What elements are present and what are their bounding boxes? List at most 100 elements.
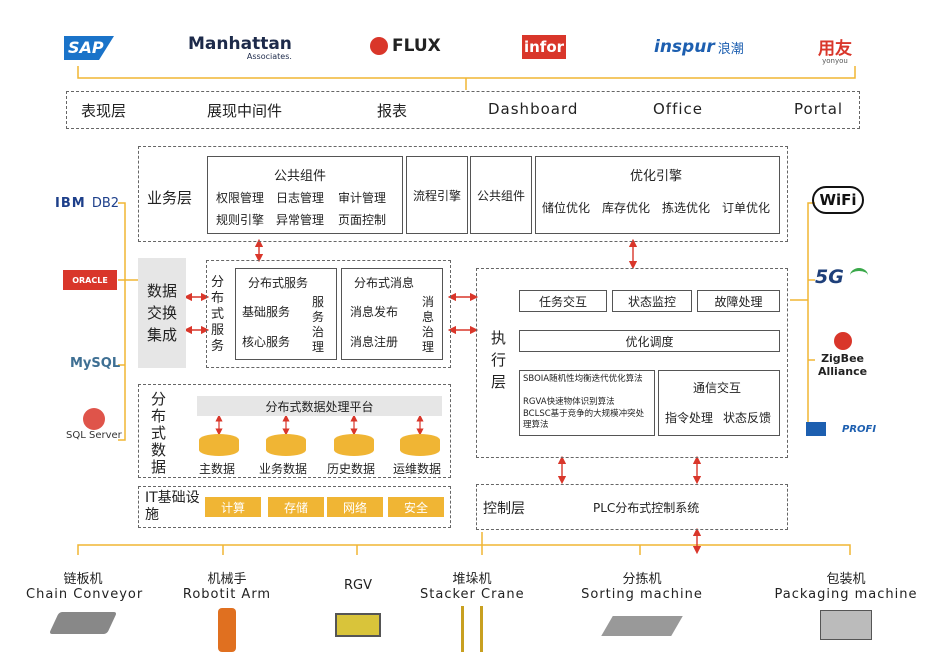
communication-box: 通信交互 指令处理 状态反馈 <box>658 370 780 436</box>
equipment-cn: 分拣机 <box>622 572 662 587</box>
mysql-logo: MySQL <box>70 352 120 371</box>
it-item-storage: 存储 <box>268 497 324 517</box>
inspur-logo-cn: 浪潮 <box>717 41 744 57</box>
database-cylinder <box>199 434 239 456</box>
flux-logo-text: FLUX <box>392 36 441 56</box>
distributed-services-side: 分布式服务 <box>211 275 225 354</box>
packaging-machine-icon <box>820 610 872 640</box>
equipment-en: Chain Conveyor <box>26 587 144 602</box>
equipment-en: Robotit Arm <box>182 587 272 602</box>
sqlserver-logo-icon <box>82 408 105 430</box>
common-item: 权限管理 <box>216 191 265 205</box>
oracle-logo-text: ORACLE <box>72 275 108 285</box>
flux-logo-icon <box>370 37 388 55</box>
algorithm-item: SBOIA随机性均衡迭代优化算法 <box>523 374 643 384</box>
profi-logo-text: PROFI <box>842 423 877 435</box>
distributed-services: 分布式服务 <box>206 260 451 368</box>
fault-handling-label: 故障处理 <box>714 294 763 309</box>
optimization-engine-title: 优化引擎 <box>630 169 683 184</box>
status-feedback: 状态反馈 <box>723 411 772 425</box>
common-components-title: 公共组件 <box>274 169 327 184</box>
profi-logo-icon <box>806 422 826 436</box>
sqlserver-logo: SQL Server <box>66 408 122 441</box>
equipment-sorting-machine: 分拣机 Sorting machine <box>578 568 706 636</box>
inspur-logo-text: inspur <box>654 37 715 57</box>
it-item-label: 安全 <box>403 500 428 515</box>
opt-item: 拣选优化 <box>662 201 711 215</box>
data-platform-bar: 分布式数据处理平台 <box>197 396 442 416</box>
algorithm-item: RGVA快速物体识别算法 <box>523 397 615 407</box>
distributed-message-box: 分布式消息 消息发布 消息注册 消息治理 <box>341 268 443 360</box>
equipment-en: Sorting machine <box>581 587 703 602</box>
equipment-packaging-machine: 包装机 Packaging machine <box>773 568 919 640</box>
it-item-security: 安全 <box>388 497 444 517</box>
it-item-label: 存储 <box>283 500 308 515</box>
sorting-machine-icon <box>601 616 683 636</box>
ibm-db2-logo: IBM DB2 <box>55 196 119 211</box>
presentation-item: Dashboard <box>488 100 579 118</box>
database-label: 运维数据 <box>393 462 442 476</box>
database-cylinder <box>266 434 306 456</box>
execution-layer-label: 执行层 <box>491 329 507 391</box>
control-layer-label: 控制层 <box>483 501 525 517</box>
manhattan-logo-sub: Associates. <box>246 52 292 61</box>
manhattan-logo-text: Manhattan <box>188 34 292 54</box>
service-title: 分布式服务 <box>248 276 309 290</box>
database-cylinder <box>334 434 374 456</box>
core-service: 核心服务 <box>242 335 291 349</box>
equipment-en: Packaging machine <box>774 587 918 602</box>
common-components-box: 公共组件 权限管理 日志管理 审计管理 规则引擎 异常管理 页面控制 <box>207 156 403 234</box>
inspur-logo: inspur 浪潮 <box>654 37 744 57</box>
database-label: 业务数据 <box>259 462 308 476</box>
task-interaction-box: 任务交互 <box>519 290 607 312</box>
database-cylinder <box>400 434 440 456</box>
basic-service: 基础服务 <box>242 305 291 319</box>
ibm-logo-text: IBM <box>55 196 86 211</box>
data-platform-label: 分布式数据处理平台 <box>265 399 374 414</box>
business-layer-title: 业务层 <box>147 189 193 207</box>
presentation-item: Portal <box>794 100 844 118</box>
distributed-data: 分布式数据 <box>138 384 451 478</box>
equipment-rgv: RGV <box>322 578 394 637</box>
chain-conveyor-icon <box>48 612 118 634</box>
status-monitor-label: 状态监控 <box>627 294 676 309</box>
equipment-cn: 链板机 <box>63 572 103 587</box>
optimized-scheduling-label: 优化调度 <box>625 334 674 349</box>
message-governance: 消息治理 <box>422 295 435 354</box>
zigbee-logo-icon <box>833 332 852 350</box>
fiveg-logo-text: 5G <box>815 266 844 288</box>
yonyou-logo-text: 用友 <box>818 39 852 59</box>
task-interaction-label: 任务交互 <box>538 294 587 309</box>
zigbee-logo-sub: Alliance <box>818 365 868 378</box>
presentation-layer: 表现层 展现中间件 报表 Dashboard Office Portal <box>66 91 860 129</box>
wifi-logo: WiFi <box>812 186 864 214</box>
it-item-compute: 计算 <box>205 497 261 517</box>
it-item-label: 计算 <box>220 500 245 515</box>
common-item: 异常管理 <box>276 213 325 227</box>
rgv-icon <box>335 613 381 637</box>
algorithm-item: BCLSC基于竞争的大规模冲突处理算法 <box>523 409 645 430</box>
presentation-item: Office <box>653 100 704 118</box>
data-exchange-integration: 数据交换集成 <box>138 258 186 368</box>
flow-engine-label: 流程引擎 <box>412 188 461 203</box>
command-processing: 指令处理 <box>665 411 714 425</box>
distributed-service-box: 分布式服务 基础服务 核心服务 服务治理 <box>235 268 337 360</box>
equipment-cn: 机械手 <box>207 572 247 587</box>
equipment-robot-arm: 机械手 Robotit Arm <box>180 568 274 652</box>
oracle-logo: ORACLE <box>63 270 117 290</box>
stacker-crane-icon <box>461 606 483 652</box>
manhattan-logo: Manhattan Associates. <box>188 34 292 61</box>
fault-handling-box: 故障处理 <box>697 290 780 312</box>
opt-item: 库存优化 <box>602 201 651 215</box>
message-register: 消息注册 <box>350 335 399 349</box>
it-item-network: 网络 <box>327 497 383 517</box>
yonyou-logo: 用友 yonyou <box>818 34 852 65</box>
zigbee-logo: ZigBee Alliance <box>818 332 867 378</box>
mysql-logo-text: MySQL <box>70 356 121 371</box>
equipment-cn: 堆垛机 <box>452 572 492 587</box>
flow-engine-box: 流程引擎 <box>406 156 468 234</box>
equipment-chain-conveyor: 链板机 Chain Conveyor <box>26 568 144 634</box>
execution-layer: 执行层 <box>476 268 788 458</box>
common-item: 规则引擎 <box>216 213 265 227</box>
distributed-data-side: 分布式数据 <box>151 390 167 476</box>
